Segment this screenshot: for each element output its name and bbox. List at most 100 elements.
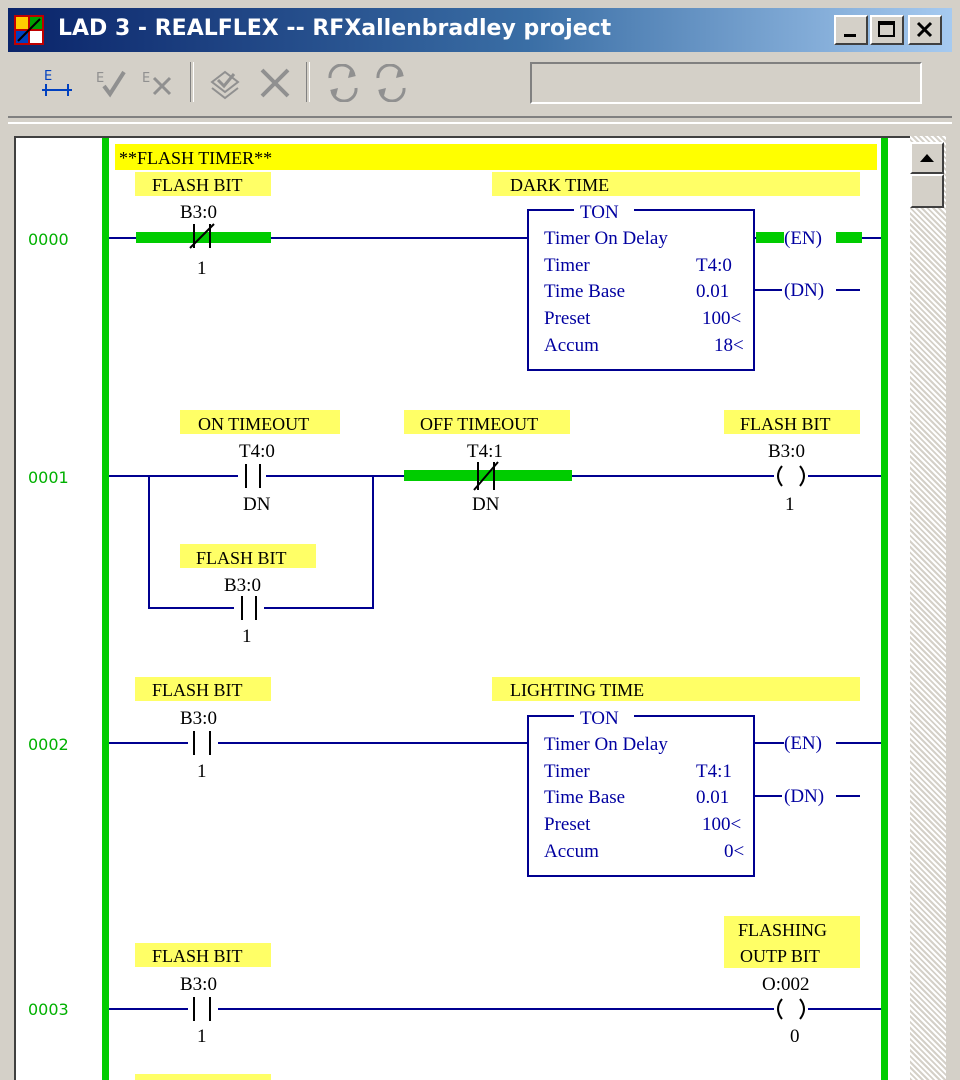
coil-label: FLASH BIT [740, 414, 831, 434]
close-icon [916, 21, 933, 38]
left-power-rail [102, 138, 109, 1080]
timer-row-label: Time Base [544, 281, 625, 302]
contact-label: FLASH BIT [152, 175, 243, 195]
timer-dn-output[interactable]: (DN) [784, 786, 824, 807]
contact-address: B3:0 [180, 708, 217, 729]
scroll-thumb[interactable] [910, 174, 944, 208]
output-coil[interactable] [774, 997, 808, 1021]
contact-label: OFF TIMEOUT [420, 414, 538, 434]
timer-row-value: T4:1 [696, 761, 732, 782]
timer-row-value: 100< [702, 308, 741, 329]
contact-address: T4:1 [467, 441, 503, 462]
toolbar: E E E [8, 52, 952, 114]
timer-title: LIGHTING TIME [510, 680, 644, 700]
contact-bit: 1 [197, 258, 207, 279]
timer-dn-output[interactable]: (DN) [784, 280, 824, 301]
arrow-up-icon [920, 154, 934, 162]
contact-address: B3:0 [180, 202, 217, 223]
delete-icon[interactable] [256, 64, 294, 102]
xic-contact[interactable] [188, 731, 218, 755]
contact-address: B3:0 [180, 974, 217, 995]
contact-bit: DN [243, 494, 271, 515]
timer-instruction: TON [580, 708, 619, 729]
scroll-up-button[interactable] [910, 142, 944, 174]
contact-address: T4:0 [239, 441, 275, 462]
close-button[interactable] [908, 15, 942, 45]
svg-text:E: E [96, 71, 104, 86]
rung-comment-bg [115, 144, 877, 170]
contact-label: FLASH BIT [152, 946, 243, 966]
contact-address: B3:0 [224, 575, 261, 596]
title-bar[interactable]: LAD 3 - REALFLEX -- RFXallenbradley proj… [8, 8, 952, 52]
xio-contact[interactable] [473, 461, 499, 491]
next-rung-label-bg [135, 1074, 271, 1080]
contact-label: ON TIMEOUT [198, 414, 309, 434]
edit-rung-icon[interactable]: E [38, 64, 76, 102]
xic-contact[interactable] [234, 596, 264, 620]
timer-description: Timer On Delay [544, 734, 668, 755]
verify-icon[interactable] [206, 64, 244, 102]
rung-number[interactable]: 0003 [28, 1000, 69, 1019]
rung-number[interactable]: 0001 [28, 468, 69, 487]
minimize-button[interactable] [834, 15, 868, 45]
coil-bit: 1 [785, 494, 795, 515]
cycle-icon[interactable] [372, 64, 410, 102]
xic-contact[interactable] [238, 464, 266, 488]
timer-row-value: 18< [714, 335, 744, 356]
timer-row-label: Timer [544, 255, 590, 276]
accept-rung-icon[interactable]: E [92, 64, 130, 102]
ton-block[interactable]: TON Timer On Delay Timer T4:1 Time Base … [527, 706, 755, 877]
timer-row-value: 0.01 [696, 787, 729, 808]
contact-bit: 1 [197, 1026, 207, 1047]
timer-row-value: T4:0 [696, 255, 732, 276]
vertical-scrollbar[interactable] [910, 136, 946, 1080]
timer-description: Timer On Delay [544, 228, 668, 249]
cycle-icon[interactable] [324, 64, 362, 102]
timer-row-label: Time Base [544, 787, 625, 808]
timer-row-value: 0< [724, 841, 744, 862]
xic-contact[interactable] [188, 997, 218, 1021]
splitter[interactable] [8, 116, 952, 124]
timer-title: DARK TIME [510, 175, 609, 195]
xio-contact[interactable] [189, 223, 215, 249]
timer-row-label: Timer [544, 761, 590, 782]
coil-address: O:002 [762, 974, 810, 995]
contact-label: FLASH BIT [196, 548, 287, 568]
ton-block[interactable]: TON Timer On Delay Timer T4:0 Time Base … [527, 200, 755, 371]
coil-address: B3:0 [768, 441, 805, 462]
rung-number[interactable]: 0000 [28, 230, 69, 249]
energized-wire [136, 232, 271, 243]
contact-bit: DN [472, 494, 500, 515]
svg-text:E: E [142, 71, 150, 86]
timer-row-label: Accum [544, 335, 599, 356]
contact-label: FLASH BIT [152, 680, 243, 700]
maximize-button[interactable] [870, 15, 904, 45]
app-icon [14, 15, 44, 45]
coil-label: OUTP BIT [740, 946, 820, 966]
toolbar-separator [306, 62, 310, 102]
timer-en-output[interactable]: (EN) [784, 733, 822, 754]
maximize-icon [878, 21, 895, 37]
ladder-diagram: **FLASH TIMER** 0000 FLASH BIT B3:0 1 DA… [28, 138, 888, 1080]
rung-comment: **FLASH TIMER** [119, 148, 272, 168]
window-title: LAD 3 - REALFLEX -- RFXallenbradley proj… [58, 16, 612, 41]
coil-label: FLASHING [738, 920, 827, 940]
timer-row-value: 0.01 [696, 281, 729, 302]
status-field [530, 62, 922, 104]
timer-row-value: 100< [702, 814, 741, 835]
coil-bit: 0 [790, 1026, 800, 1047]
right-power-rail [881, 138, 888, 1080]
timer-row-label: Preset [544, 308, 591, 329]
ladder-view[interactable]: **FLASH TIMER** 0000 FLASH BIT B3:0 1 DA… [14, 136, 910, 1080]
timer-row-label: Preset [544, 814, 591, 835]
cancel-rung-icon[interactable]: E [138, 64, 176, 102]
svg-text:E: E [44, 69, 52, 84]
timer-row-label: Accum [544, 841, 599, 862]
rung-number[interactable]: 0002 [28, 735, 69, 754]
timer-en-output[interactable]: (EN) [784, 228, 822, 249]
output-coil[interactable] [774, 464, 808, 488]
toolbar-separator [190, 62, 194, 102]
minimize-icon [844, 34, 856, 37]
contact-bit: 1 [242, 626, 252, 647]
